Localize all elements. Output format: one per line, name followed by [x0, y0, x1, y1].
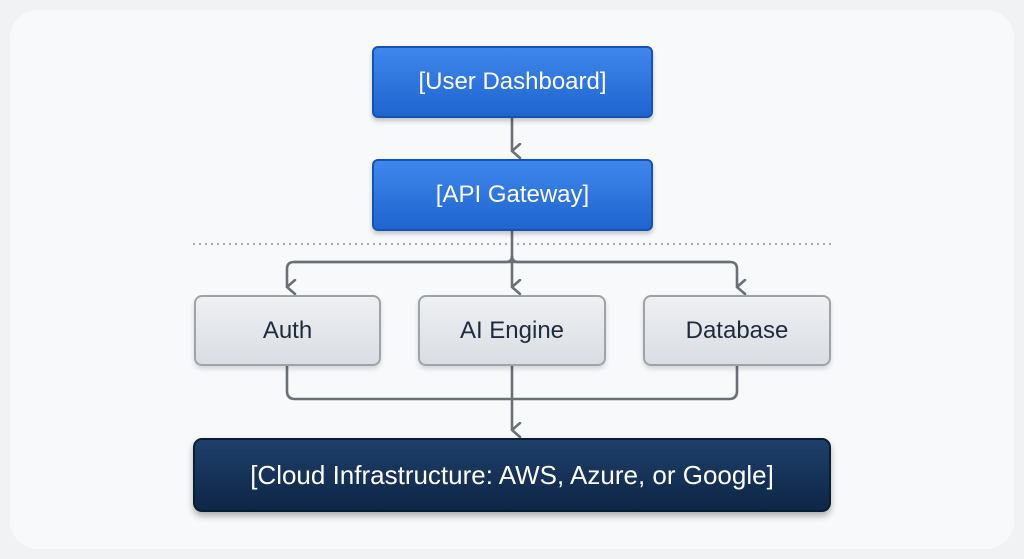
- merge-line-from-auth: [285, 366, 512, 401]
- arrow-gateway-to-auth: [285, 255, 514, 287]
- database-node: Database: [643, 295, 831, 366]
- auth-node: Auth: [194, 295, 381, 366]
- cloud-infrastructure-node: [Cloud Infrastructure: AWS, Azure, or Go…: [193, 438, 831, 512]
- arrow-gateway-to-database: [510, 255, 737, 287]
- merge-line-from-database: [512, 366, 739, 401]
- api-gateway-node: [API Gateway]: [372, 159, 653, 231]
- ai-engine-node: AI Engine: [418, 295, 606, 366]
- user-dashboard-node: [User Dashboard]: [372, 46, 653, 118]
